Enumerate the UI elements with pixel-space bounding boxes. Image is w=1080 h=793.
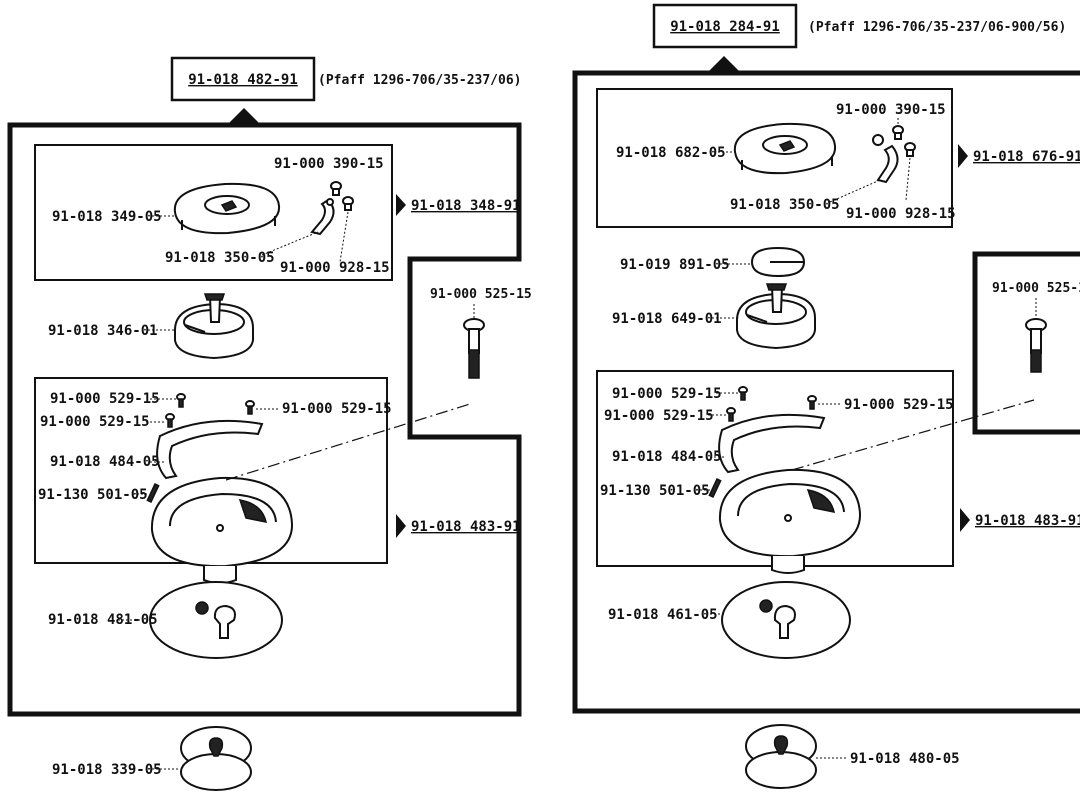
right-spring-label: 91-018 350-05	[730, 197, 840, 213]
right-spring-part	[876, 144, 899, 184]
left-bobbin-case-part	[174, 293, 254, 360]
left-base-plate-part	[149, 581, 283, 659]
right-cover-label: 91-018 682-05	[616, 145, 726, 161]
right-gib-label: 91-018 484-05	[612, 449, 722, 465]
right-long-screw-part	[1025, 318, 1047, 373]
right-screw-a-label: 91-000 390-15	[836, 102, 946, 118]
left-screw-a-part	[330, 181, 342, 196]
left-assembly-number-box	[170, 56, 316, 102]
right-screw-3-part	[807, 395, 817, 410]
left-screw-b-label: 91-000 928-15	[280, 260, 390, 276]
right-screw-3-label: 91-000 529-15	[844, 397, 954, 413]
right-cover-part	[733, 122, 837, 175]
left-screw-1-label: 91-000 529-15	[50, 391, 160, 407]
left-gib-part	[156, 419, 264, 480]
left-cover-part	[173, 182, 281, 235]
left-upper-group-label: 91-018 348-91	[411, 198, 521, 214]
right-washer-label: 91-019 891-05	[620, 257, 730, 273]
left-model-note: (Pfaff 1296-706/35-237/06)	[318, 73, 522, 88]
left-long-screw-part	[463, 318, 485, 379]
right-gib-part	[718, 413, 826, 474]
right-outer-frame	[572, 70, 1080, 714]
left-screw-2-label: 91-000 529-15	[40, 414, 150, 430]
right-screw-1-label: 91-000 529-15	[612, 386, 722, 402]
left-bobbin-label: 91-018 339-05	[52, 762, 162, 778]
right-screw-b-label: 91-000 928-15	[846, 206, 956, 222]
right-assembly: 91-018 284-91 (Pfaff 1296-706/35-237/06-…	[572, 3, 1080, 789]
right-pin-part	[708, 478, 722, 498]
left-pin-label: 91-130 501-05	[38, 487, 148, 503]
right-washer-part	[750, 246, 806, 278]
left-header-arrow	[228, 108, 260, 124]
right-model-note: (Pfaff 1296-706/35-237/06-900/56)	[808, 20, 1066, 35]
left-screw-a-label: 91-000 390-15	[274, 156, 384, 172]
left-bobbin-case-label: 91-018 346-01	[48, 323, 158, 339]
left-screw-b-part	[342, 196, 354, 211]
left-screw-3-label: 91-000 529-15	[282, 401, 392, 417]
right-lower-group-arrow	[960, 508, 970, 532]
right-bobbin-label: 91-018 480-05	[850, 751, 960, 767]
left-screw-2-part	[165, 413, 175, 428]
left-screw-3-part	[245, 400, 255, 415]
left-lower-group-label: 91-018 483-91	[411, 519, 521, 535]
right-assembly-number: 91-018 284-91	[670, 19, 780, 35]
right-upper-group-arrow	[958, 144, 968, 168]
right-screw-1-part	[738, 386, 748, 401]
left-upper-group-arrow	[396, 194, 406, 216]
left-spring-hole	[326, 198, 334, 206]
left-cover-label: 91-018 349-05	[52, 209, 162, 225]
left-spring-label: 91-018 350-05	[165, 250, 275, 266]
right-upper-group-label: 91-018 676-91	[973, 149, 1080, 165]
left-hook-body-part	[150, 476, 294, 584]
left-gib-label: 91-018 484-05	[50, 454, 160, 470]
right-upper-group-box	[596, 88, 953, 228]
right-bobbin-part	[745, 724, 817, 789]
left-assembly: 91-018 482-91 (Pfaff 1296-706/35-237/06)…	[7, 56, 532, 791]
left-screw-1-part	[176, 393, 186, 408]
left-assembly-number: 91-018 482-91	[188, 72, 298, 88]
right-screw-2-part	[726, 407, 736, 422]
right-header-arrow	[708, 56, 740, 72]
right-screw-a-part	[892, 125, 904, 140]
left-lower-group-arrow	[396, 514, 406, 538]
right-notch-frame	[972, 251, 1080, 435]
right-long-screw-label: 91-000 525-15	[992, 281, 1080, 296]
left-bobbin-part	[180, 726, 252, 791]
right-bobbin-case-label: 91-018 649-01	[612, 311, 722, 327]
left-long-screw-label: 91-000 525-15	[430, 287, 532, 302]
right-hook-body-part	[718, 468, 862, 574]
right-bobbin-case-part	[736, 283, 816, 350]
right-screw-b-part	[904, 142, 916, 157]
right-pin-label: 91-130 501-05	[600, 483, 710, 499]
right-spring-hole	[872, 134, 884, 146]
right-screw-2-label: 91-000 529-15	[604, 408, 714, 424]
right-base-plate-label: 91-018 461-05	[608, 607, 718, 623]
right-lower-group-label: 91-018 483-91	[975, 513, 1080, 529]
right-assembly-number-box	[652, 3, 798, 49]
left-pin-part	[146, 483, 160, 503]
left-base-plate-label: 91-018 481-05	[48, 612, 158, 628]
right-base-plate-part	[721, 581, 851, 659]
left-upper-group-box	[34, 144, 393, 281]
left-outer-frame	[7, 122, 522, 717]
